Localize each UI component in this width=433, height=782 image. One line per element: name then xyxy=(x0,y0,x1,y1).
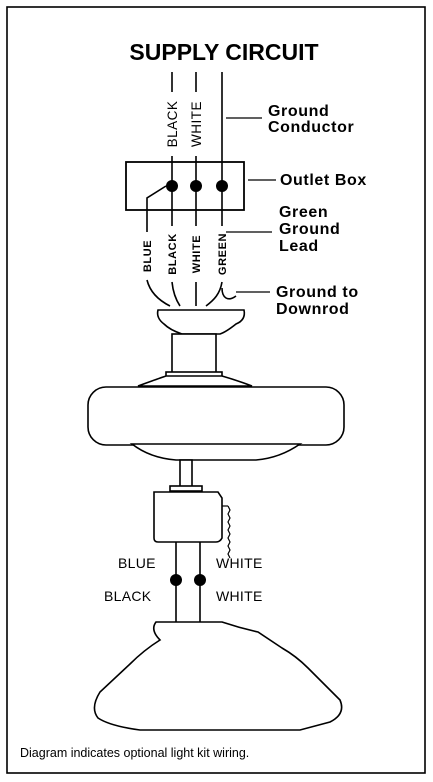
switch-coupler xyxy=(179,459,193,489)
diagram-caption: Diagram indicates optional light kit wir… xyxy=(20,746,249,760)
light-left-bottom-label: BLACK xyxy=(104,588,152,604)
light-left-top-label: BLUE xyxy=(118,555,156,571)
motor-housing xyxy=(87,386,345,446)
supply-black-label: BLACK xyxy=(165,101,180,148)
fan-canopy xyxy=(156,309,246,335)
motor-housing-top xyxy=(137,375,253,387)
light-right-top-label: WHITE xyxy=(216,555,263,571)
lead-black-label: BLACK xyxy=(167,233,179,275)
light-right-bottom-label: WHITE xyxy=(216,588,263,604)
pull-chain xyxy=(222,505,231,559)
ground-to-downrod-callout: Ground to Downrod xyxy=(276,284,364,318)
light-splice-left xyxy=(170,574,182,586)
downrod xyxy=(171,333,217,377)
switch-housing xyxy=(153,491,223,543)
motor-housing-bottom xyxy=(129,443,303,461)
ground-conductor-callout: Ground Conductor xyxy=(268,103,354,136)
lead-blue-label: BLUE xyxy=(142,240,154,272)
splice-white xyxy=(190,180,202,192)
splice-ground xyxy=(216,180,228,192)
splice-black xyxy=(166,180,178,192)
lead-white-label: WHITE xyxy=(191,235,203,273)
light-kit-bowl xyxy=(93,621,343,731)
outlet-box-callout: Outlet Box xyxy=(280,172,367,189)
supply-white-label: WHITE xyxy=(189,101,204,147)
lead-green-label: GREEN xyxy=(217,233,229,275)
green-ground-lead-callout: Green Ground Lead xyxy=(279,204,345,255)
light-splice-right xyxy=(194,574,206,586)
supply-circuit-title: SUPPLY CIRCUIT xyxy=(129,39,318,65)
